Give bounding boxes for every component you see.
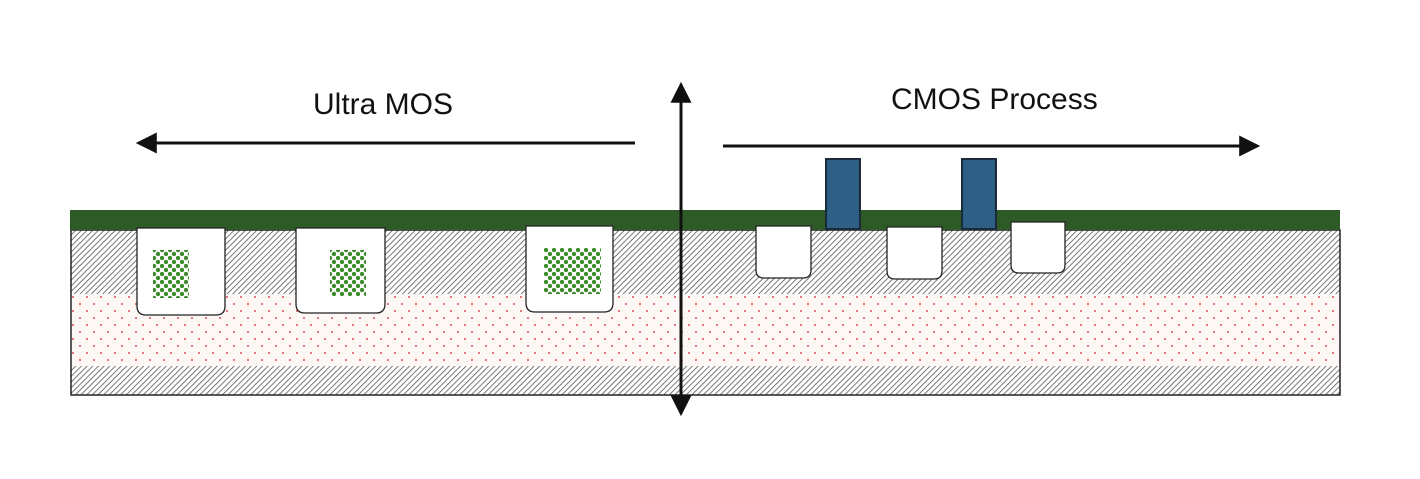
ultra-mos-well [136,227,226,316]
cmos-well [755,225,812,279]
ultra-mos-well [525,225,614,313]
doped-region [544,248,601,294]
gate [961,158,997,230]
ultra-mos-label: Ultra MOS [313,88,454,121]
gate [825,158,861,230]
cmos-process-label: CMOS Process [891,83,1098,116]
substrate-hatched-top [71,230,1340,294]
doped-region [153,250,189,298]
ultra-mos-well [295,227,386,314]
cmos-well [886,226,943,280]
cmos-well [1010,221,1066,274]
substrate-dotted-band [71,294,1340,366]
substrate-hatched-bottom [71,366,1340,395]
oxide-layer [70,210,1340,230]
doped-region [330,250,366,296]
